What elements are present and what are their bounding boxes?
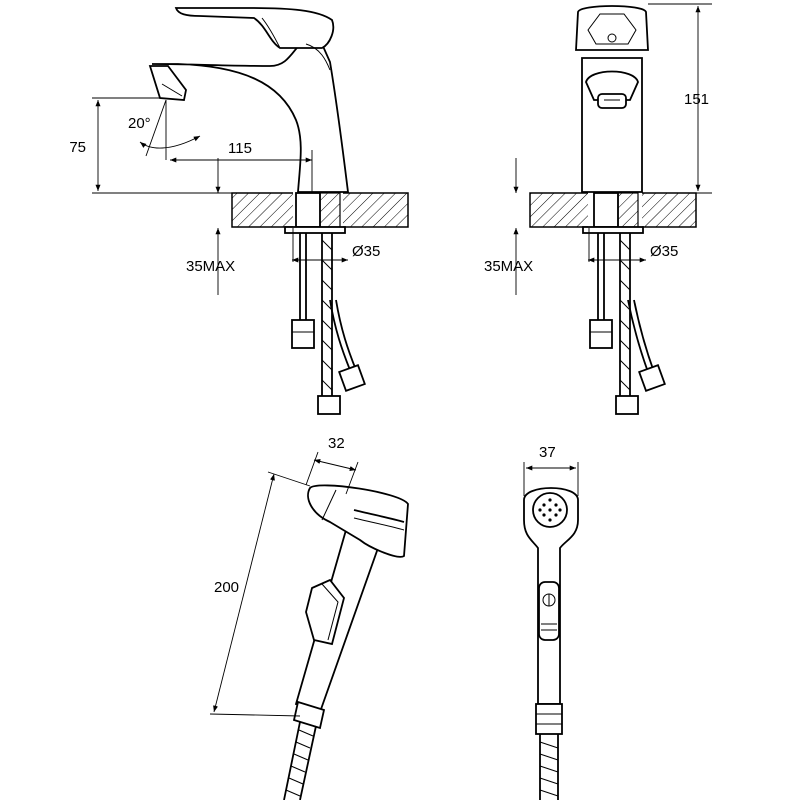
front-dia-label: Ø35 (352, 243, 380, 260)
side-dia-label: Ø35 (650, 243, 678, 260)
front-angle-label: 20° (128, 115, 151, 132)
front-height-label: 75 (69, 139, 86, 156)
hand-shower-side: 32 200 (209, 435, 409, 800)
front-view: 75 20° 115 35MAX Ø35 (69, 7, 409, 415)
shower-depth-label: 32 (328, 435, 345, 452)
front-tap-body (151, 43, 350, 193)
shower-length-label: 200 (214, 579, 239, 596)
front-counter-label: 35MAX (186, 258, 235, 275)
side-height-label: 151 (684, 91, 709, 108)
shower-head (307, 484, 409, 558)
side-shank (593, 192, 619, 228)
side-counter-label: 35MAX (484, 258, 533, 275)
side-view: 151 35MAX Ø35 (484, 3, 712, 415)
shower-trigger (305, 578, 345, 646)
front-hose-left (299, 233, 307, 320)
shower-hose (283, 721, 317, 800)
shower-front-button (538, 581, 560, 641)
shower-width-label: 37 (539, 444, 556, 461)
front-lever-handle (174, 7, 335, 49)
front-hose-right (321, 233, 333, 400)
front-reach-label: 115 (228, 140, 252, 157)
side-lever-head (575, 5, 649, 51)
hand-shower-front: 37 (523, 444, 579, 800)
front-shank (295, 192, 321, 228)
